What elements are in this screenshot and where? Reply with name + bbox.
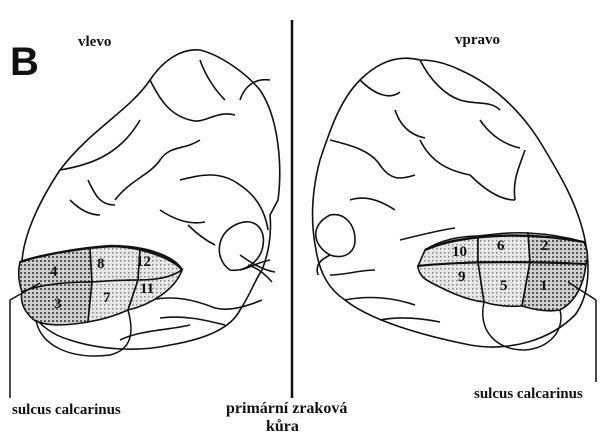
right-side-label: vpravo <box>455 32 500 49</box>
primary-visual-cortex-label-line2: kůra <box>266 418 299 436</box>
right-region-1: 1 <box>540 278 548 294</box>
left-region-12: 12 <box>136 254 151 270</box>
right-occipital-map: 10 6 2 9 5 1 <box>418 233 587 311</box>
panel-letter: B <box>10 40 39 85</box>
primary-visual-cortex-label-line1: primární zraková <box>226 400 347 418</box>
right-region-5: 5 <box>500 278 508 294</box>
left-side-label: vlevo <box>78 34 111 51</box>
right-region-9: 9 <box>458 269 466 285</box>
left-region-11: 11 <box>140 281 154 297</box>
right-region-6: 6 <box>497 238 505 254</box>
left-region-8: 8 <box>97 256 105 272</box>
left-sulcus-label: sulcus calcarinus <box>12 402 121 419</box>
left-occipital-map: 4 8 12 3 7 11 <box>19 246 182 325</box>
left-region-7: 7 <box>103 290 111 306</box>
right-sulcus-label: sulcus calcarinus <box>474 386 583 403</box>
right-region-2: 2 <box>541 238 549 254</box>
left-region-4: 4 <box>50 264 58 280</box>
right-region-10: 10 <box>452 244 467 260</box>
left-region-3: 3 <box>54 296 62 312</box>
